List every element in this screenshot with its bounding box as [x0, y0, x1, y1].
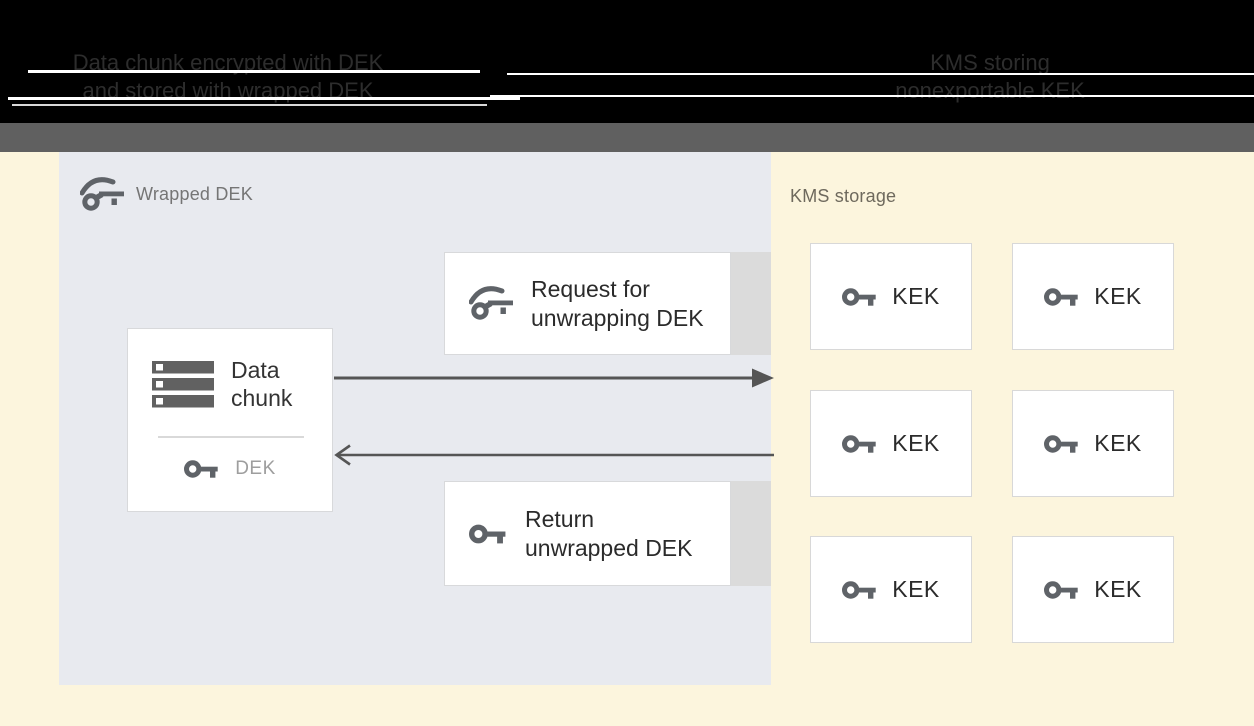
key-icon — [1044, 432, 1081, 456]
request-line2: unwrapping DEK — [531, 304, 704, 331]
key-icon — [184, 457, 221, 481]
kek-box: KEK — [1012, 390, 1174, 497]
request-box-label: Request for unwrapping DEK — [531, 275, 704, 333]
return-arrow — [334, 443, 774, 467]
kek-label: KEK — [1094, 283, 1142, 309]
kek-box: KEK — [810, 536, 972, 643]
request-box-shadow — [731, 252, 771, 355]
highlight-stripe — [8, 97, 520, 100]
data-chunk-line2: chunk — [231, 385, 293, 411]
data-chunk-row: Data chunk — [152, 356, 292, 412]
caption-kms: KMS storing nonexportable KEK — [824, 49, 1156, 105]
key-icon — [842, 578, 879, 602]
key-icon — [842, 432, 879, 456]
request-unwrap-box: Request for unwrapping DEK — [444, 252, 731, 355]
kek-label: KEK — [892, 283, 940, 309]
dek-row: DEK — [128, 457, 332, 481]
wrapped-dek-header: Wrapped DEK — [80, 176, 253, 213]
caption-line: nonexportable KEK — [895, 78, 1085, 103]
gray-band — [0, 123, 1254, 152]
kek-label: KEK — [1094, 430, 1142, 456]
key-icon — [469, 521, 509, 547]
request-box-content: Request for unwrapping DEK — [445, 253, 730, 354]
return-box-content: Return unwrapped DEK — [445, 482, 730, 585]
header-bar: Data chunk encrypted with DEK and stored… — [0, 0, 1254, 123]
data-chunk-box: Data chunk DEK — [127, 328, 333, 512]
kek-box: KEK — [1012, 536, 1174, 643]
return-box-label: Return unwrapped DEK — [525, 505, 693, 563]
kms-storage-label: KMS storage — [790, 186, 897, 206]
highlight-stripe — [28, 70, 480, 73]
dek-label: DEK — [235, 458, 276, 479]
kek-box: KEK — [810, 243, 972, 350]
kek-label: KEK — [1094, 576, 1142, 602]
key-icon — [1044, 285, 1081, 309]
kek-box: KEK — [810, 390, 972, 497]
wrapped-key-icon — [469, 285, 515, 322]
wrapped-dek-label: Wrapped DEK — [136, 184, 253, 204]
request-arrow — [334, 366, 774, 390]
wrapped-key-icon — [80, 176, 126, 213]
divider — [158, 436, 304, 438]
data-chunk-line1: Data — [231, 357, 280, 383]
key-icon — [1044, 578, 1081, 602]
highlight-stripe — [490, 95, 1254, 97]
kek-label: KEK — [892, 576, 940, 602]
kek-box: KEK — [1012, 243, 1174, 350]
data-chunk-label: Data chunk — [231, 356, 292, 412]
return-line1: Return — [525, 505, 595, 532]
caption-line: KMS storing — [930, 50, 1050, 75]
key-icon — [842, 285, 879, 309]
highlight-stripe — [12, 104, 487, 106]
request-line1: Request for — [531, 275, 650, 302]
kek-label: KEK — [892, 430, 940, 456]
return-line2: unwrapped DEK — [525, 534, 693, 561]
server-stack-icon — [152, 360, 216, 408]
return-box-shadow — [731, 481, 771, 586]
return-unwrapped-box: Return unwrapped DEK — [444, 481, 731, 586]
highlight-stripe — [507, 73, 1254, 75]
caption-line: and stored with wrapped DEK — [82, 78, 374, 103]
